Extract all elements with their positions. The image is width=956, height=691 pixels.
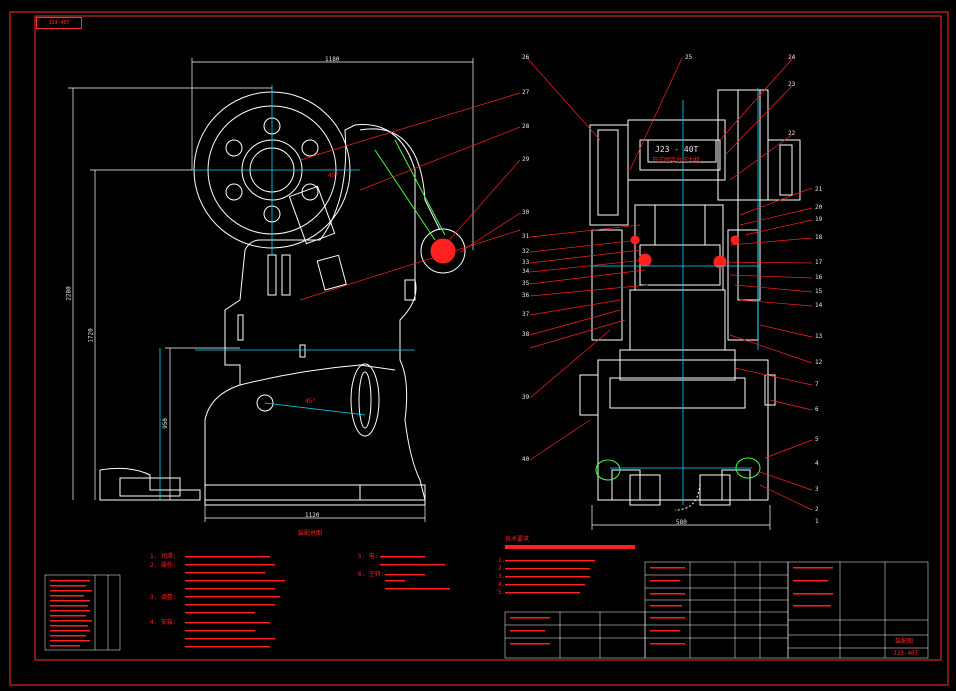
callout-25: 25: [685, 54, 693, 61]
callout-39: 39: [522, 394, 530, 401]
callout-7: 7: [815, 381, 819, 388]
callout-36: 36: [522, 292, 530, 299]
inner-frame: [34, 15, 942, 661]
callout-22: 22: [788, 130, 796, 137]
callout-14: 14: [815, 302, 823, 309]
dim-left-lower-label: 950: [161, 418, 169, 429]
callout-24: 24: [788, 54, 796, 61]
note-left-3: 3. 调整:: [150, 594, 177, 601]
callout-5: 5: [815, 436, 819, 443]
callout-13: 13: [815, 333, 823, 340]
dim-bottom-right-label: 580: [676, 519, 687, 526]
front-view-details: [595, 139, 761, 511]
bom-table-left-rows: [50, 580, 92, 647]
note-red-4: 4.: [498, 581, 506, 588]
callout-35: 35: [522, 280, 530, 287]
angle-label-2: 45°: [305, 398, 316, 405]
note-left-2: 2. 操作:: [150, 562, 177, 569]
callout-21: 21: [815, 186, 823, 193]
callout-38: 38: [522, 331, 530, 338]
callout-26: 26: [522, 54, 530, 61]
title-block-text-lines: [510, 567, 833, 645]
callout-29: 29: [522, 156, 530, 163]
callout-6: 6: [815, 406, 819, 413]
callout-leaders: [299, 57, 813, 511]
callout-28: 28: [522, 123, 530, 130]
callout-17: 17: [815, 259, 823, 266]
callout-4: 4: [815, 460, 819, 467]
dim-left-outer-label: 2280: [65, 286, 73, 301]
front-view: [579, 89, 801, 506]
note-red-5: 5.: [498, 589, 506, 596]
note-left-4: 4. 安装:: [150, 619, 177, 626]
front-view-dimensions: [591, 505, 771, 530]
note-red-1: 1.: [498, 557, 506, 564]
callout-1: 1: [815, 518, 819, 525]
dim-bottom-label: 1120: [305, 512, 320, 519]
model-plate: J23 - 40T: [655, 145, 699, 154]
callout-19: 19: [815, 216, 823, 223]
note-left-1: 1. 润滑:: [150, 553, 177, 560]
note-red-2: 2.: [498, 565, 506, 572]
bom-table-left: [44, 574, 121, 651]
callout-30: 30: [522, 209, 530, 216]
note-mid-2: 6. 空转:: [358, 571, 385, 578]
callout-12: 12: [815, 359, 823, 366]
notes-text-lines: [185, 556, 595, 648]
notes-highlight-bar: [505, 545, 635, 549]
title-block-drawing-no: 装配图: [895, 638, 914, 645]
callout-23: 23: [788, 81, 796, 88]
callout-20: 20: [815, 204, 823, 211]
callout-34: 34: [522, 268, 530, 275]
callout-16: 16: [815, 274, 823, 281]
callout-31: 31: [522, 233, 530, 240]
note-red-3: 3.: [498, 573, 506, 580]
drawing-title-tag: J23-40T: [36, 17, 82, 29]
callout-32: 32: [522, 248, 530, 255]
callout-33: 33: [522, 259, 530, 266]
notes-header: 技术要求: [505, 536, 530, 543]
callout-3: 3: [815, 486, 819, 493]
dim-left-inner-label: 1720: [87, 328, 95, 343]
assembly-caption: 装配总图: [298, 530, 323, 537]
title-block-caption: J23-40T: [893, 650, 919, 657]
side-view-dimensions: [68, 58, 474, 522]
side-view-centerlines: [159, 85, 415, 500]
outer-frame: [9, 11, 949, 686]
title-block: [504, 561, 929, 659]
dim-top-label: 1180: [325, 56, 340, 63]
callout-37: 37: [522, 311, 530, 318]
callout-18: 18: [815, 234, 823, 241]
plate-line2: 开式固定台压力机: [652, 157, 701, 164]
front-view-centerlines: [590, 88, 760, 505]
callout-15: 15: [815, 288, 823, 295]
callout-2: 2: [815, 506, 819, 513]
side-view: [99, 91, 466, 506]
note-mid-1: 5. 电:: [358, 553, 379, 560]
callout-40: 40: [522, 456, 530, 463]
angle-label-1: 45°: [328, 172, 339, 179]
callout-27: 27: [522, 89, 530, 96]
